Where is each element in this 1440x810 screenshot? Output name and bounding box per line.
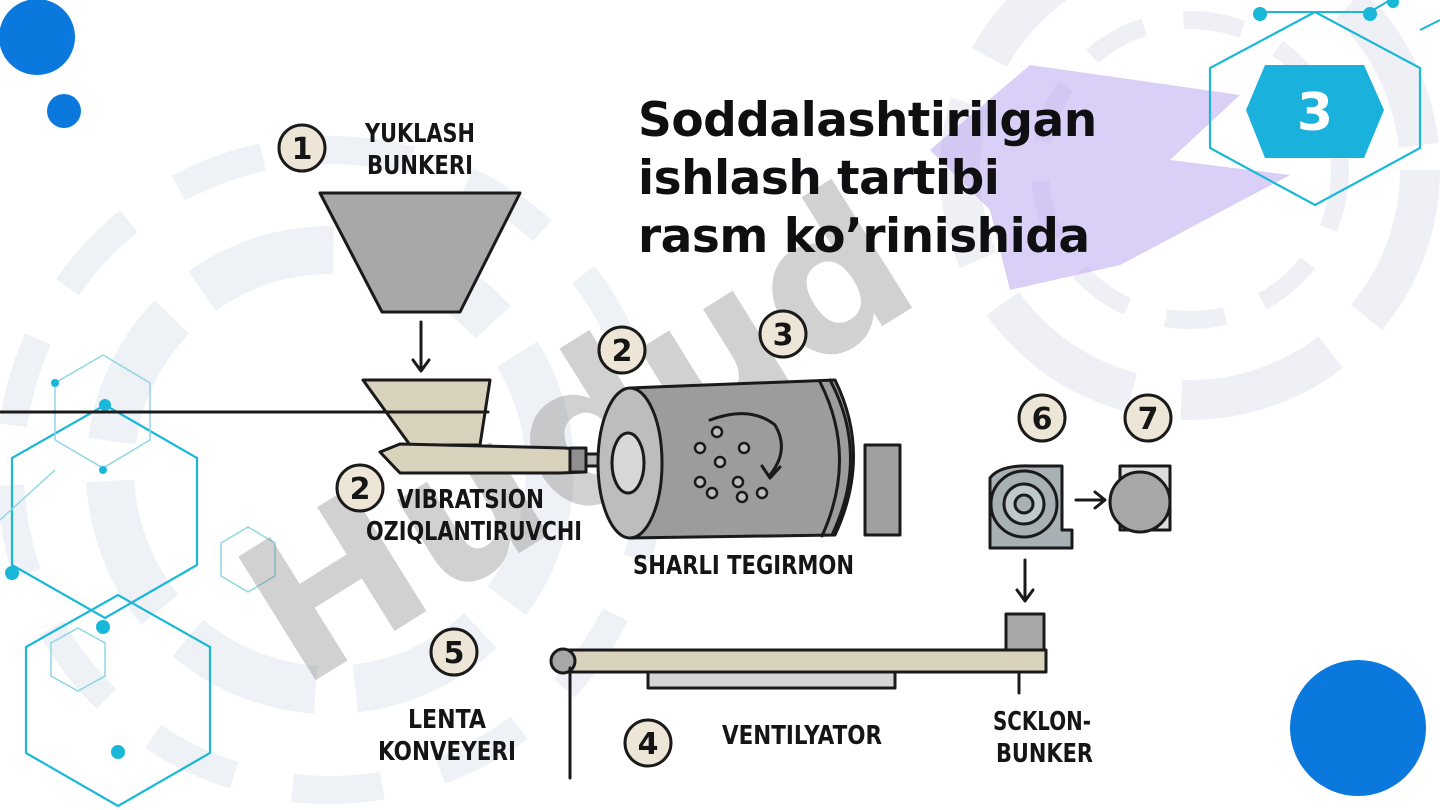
title-line-2: ishlash tartibi — [638, 151, 1000, 206]
blue-dot-bottom-right — [1290, 660, 1426, 796]
vibratory-feeder-icon — [0, 378, 628, 475]
badge-number-1: 1 — [292, 132, 313, 167]
badge-number-5: 5 — [444, 636, 465, 671]
slide-number-badge: 3 — [1246, 65, 1384, 158]
cyclone-bunker-icon — [1108, 464, 1172, 534]
badge-number-3: 3 — [773, 318, 794, 353]
label-feeder-line1: VIBRATSION — [397, 485, 544, 515]
slide-title: Soddalashtirilgan ishlash tartibi rasm k… — [638, 92, 1097, 266]
label-cyclone-line2: BUNKER — [996, 739, 1093, 769]
ball-mill-icon — [596, 378, 902, 540]
label-cyclone-line1: SCKLON- — [993, 707, 1091, 737]
title-line-1: Soddalashtirilgan — [638, 93, 1097, 148]
badge-number-6: 6 — [1032, 402, 1053, 437]
loading-hopper-icon — [318, 191, 522, 373]
label-hopper-line2: BUNKERI — [367, 151, 473, 181]
label-ball-mill: SHARLI TEGIRMON — [633, 551, 854, 581]
label-conveyor-line1: LENTA — [408, 705, 486, 735]
label-feeder-line2: OZIQLANTIRUVCHI — [366, 517, 582, 547]
blue-dot-large — [0, 0, 75, 75]
label-fan: VENTILYATOR — [722, 721, 882, 751]
label-conveyor-line2: KONVEYERI — [378, 737, 516, 767]
fan-icon — [988, 464, 1107, 603]
belt-conveyor-icon — [549, 612, 1048, 780]
badge-number-2a: 2 — [350, 472, 371, 507]
badge-number-4: 4 — [638, 727, 659, 762]
purple-arrow-shape — [930, 65, 1290, 290]
title-line-3: rasm ko’rinishida — [638, 209, 1090, 264]
label-hopper-line1: YUKLASH — [364, 119, 475, 149]
badge-number-7: 7 — [1138, 402, 1159, 437]
badge-number-2b: 2 — [612, 334, 633, 369]
slide-number: 3 — [1297, 83, 1333, 143]
blue-dot-small — [47, 94, 81, 128]
